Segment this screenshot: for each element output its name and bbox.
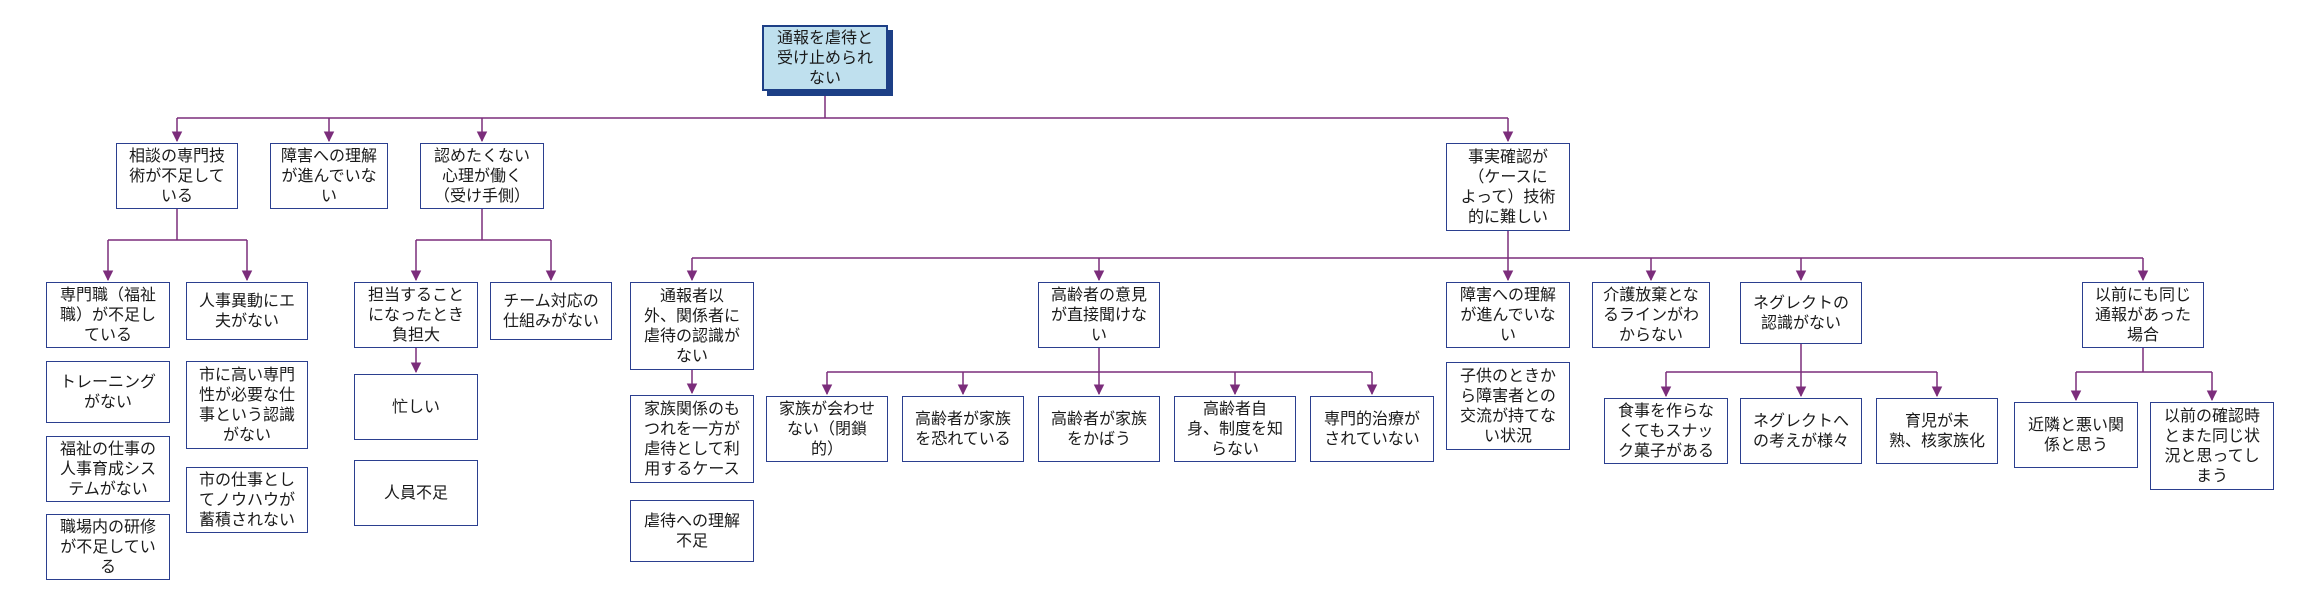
node-no-team-system: チーム対応の 仕組みがない [490,282,612,340]
node-immature-childcare: 育児が未 熟、核家族化 [1876,398,1998,464]
node-no-knowhow: 市の仕事とし てノウハウが 蓄積されない [186,467,308,533]
node-neglect-views: ネグレクトへ の考えが様々 [1740,398,1862,464]
node-no-recognition: 市に高い専門 性が必要な仕 事という認識 がない [186,361,308,449]
node-family-closed: 家族が会わせ ない（閉鎖 的） [766,396,888,462]
node-no-childhood-contact: 子供のときか ら障害者との 交流が持てな い状況 [1446,362,1570,450]
root-node: 通報を虐待と 受け止められ ない [762,25,888,91]
node-no-transfer-scheme: 人事異動にエ 夫がない [186,282,308,340]
node-internal-training: 職場内の研修 が不足してい る [46,514,170,580]
node-no-neglect-recognition: ネグレクトの 認識がない [1740,282,1862,344]
node-no-training: トレーニング がない [46,361,170,423]
node-specialist-shortage: 専門職（福祉 職）が不足し ている [46,282,170,348]
node-snack-food: 食事を作らな くてもスナッ ク菓子がある [1604,398,1728,464]
node-heavy-burden: 担当すること になったとき 負担大 [354,282,478,348]
node-family-conflict-case: 家族関係のも つれを一方が 虐待として利 用するケース [630,395,754,483]
node-denial-psychology: 認めたくない 心理が働く （受け手側） [420,143,544,209]
node-bad-neighbor-relation: 近隣と悪い関 係と思う [2014,402,2138,468]
node-elder-fears-family: 高齢者が家族 を恐れている [902,396,1024,462]
node-same-situation: 以前の確認時 とまた同じ状 況と思ってし まう [2150,402,2274,490]
node-care-abandonment-line: 介護放棄とな るラインがわ からない [1592,282,1710,348]
node-no-hr-system: 福祉の仕事の 人事育成シス テムがない [46,436,170,502]
node-staff-shortage: 人員不足 [354,460,478,526]
node-abuse-understanding: 虐待への理解 不足 [630,500,754,562]
node-elder-protects-family: 高齢者が家族 をかばう [1038,396,1160,462]
node-fact-checking: 事実確認が （ケースに よって）技術 的に難しい [1446,143,1570,231]
node-previous-report: 以前にも同じ 通報があった 場合 [2082,282,2204,348]
node-skill-shortage: 相談の専門技 術が不足して いる [116,143,238,209]
node-elder-opinion: 高齢者の意見 が直接聞けな い [1038,282,1160,348]
node-disability-understanding: 障害への理解 が進んでいな い [270,143,388,209]
node-no-specialist-treatment: 専門的治療が されていない [1310,396,1434,462]
node-busy: 忙しい [354,374,478,440]
node-elder-unaware: 高齢者自 身、制度を知 らない [1174,396,1296,462]
node-disability-understanding-2: 障害への理解 が進んでいな い [1446,282,1570,348]
node-no-abuse-recognition: 通報者以 外、関係者に 虐待の認識が ない [630,282,754,370]
